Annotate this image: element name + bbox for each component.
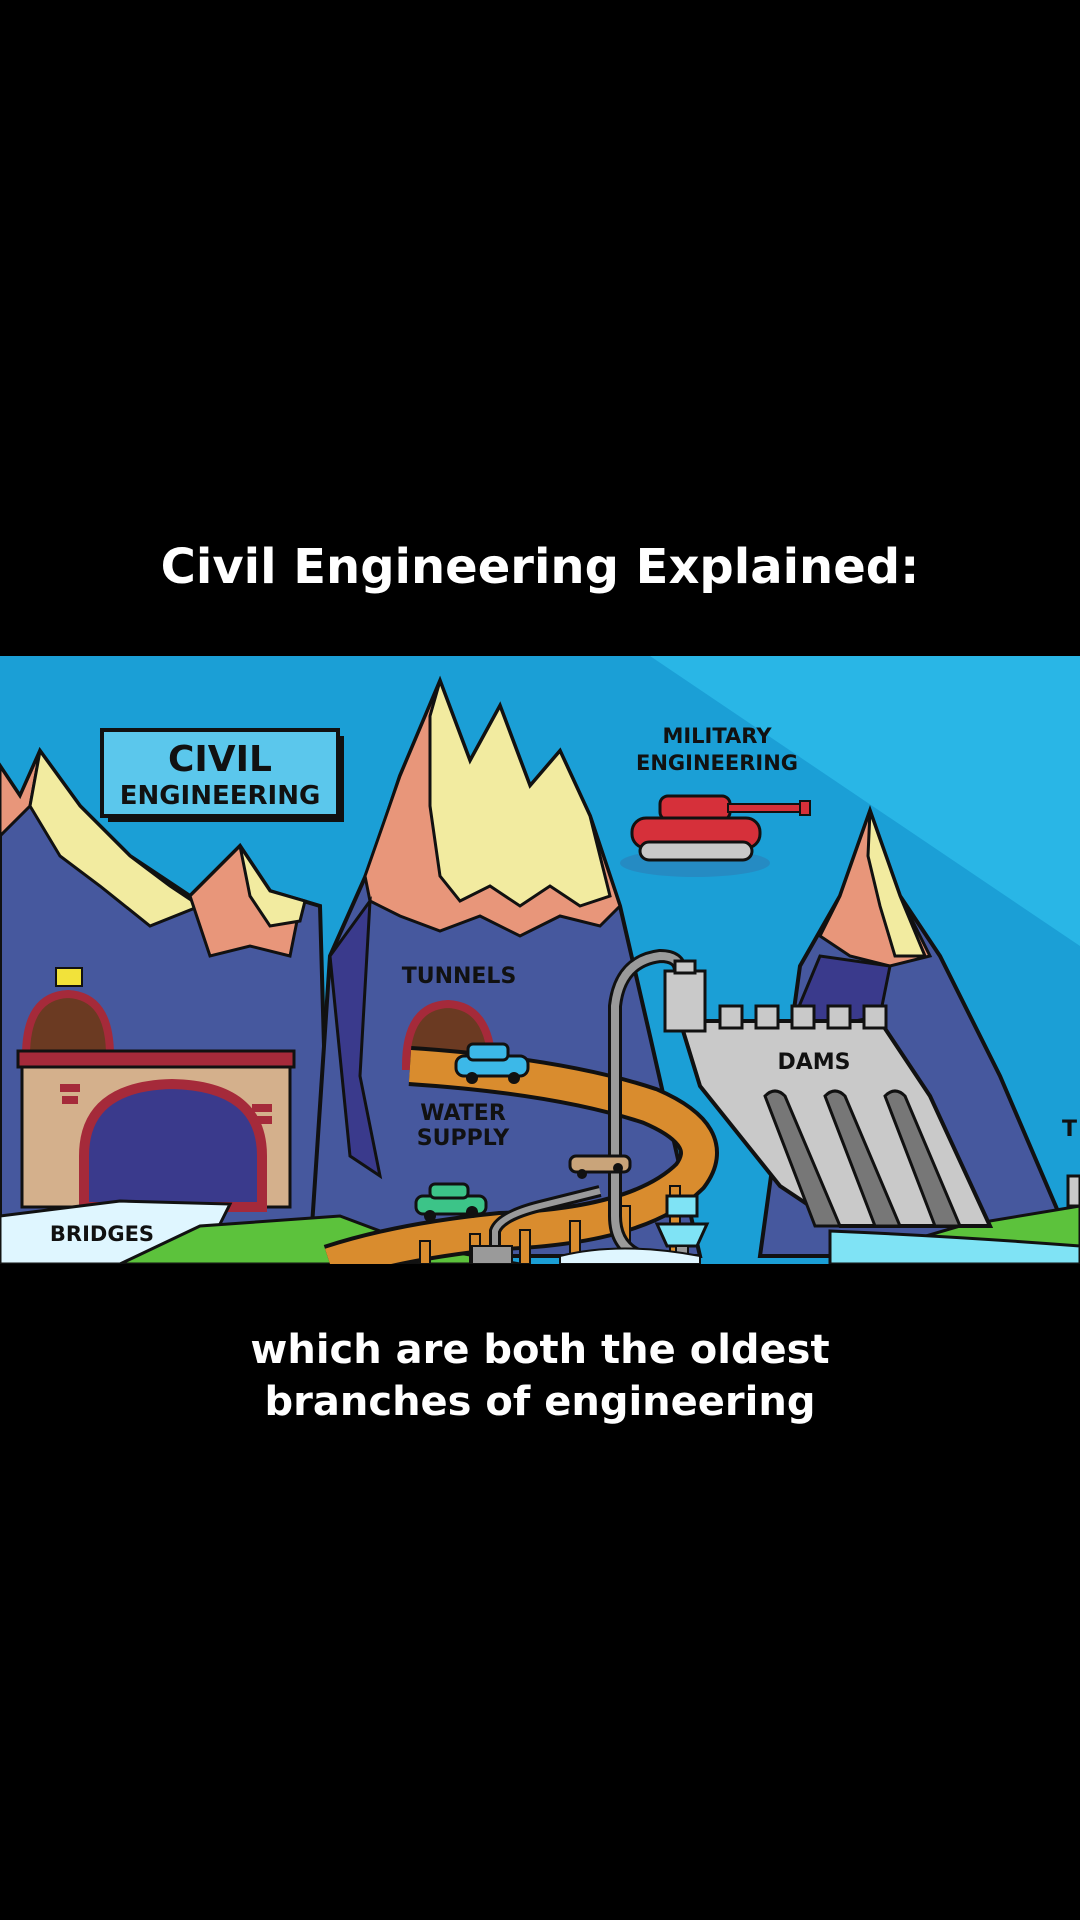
sky-light-band [650, 656, 1080, 946]
dam-crenels [718, 1004, 888, 1030]
military-label-line2: ENGINEERING [636, 751, 798, 775]
green-car-icon [414, 1182, 488, 1222]
civil-sign-line2: ENGINEERING [120, 781, 321, 811]
central-peak-yellow [428, 676, 612, 908]
edge-structure [1066, 1174, 1080, 1208]
caption-line-1: which are both the oldest [250, 1327, 830, 1373]
civil-sign [100, 728, 340, 818]
water-supply-line1: WATER [420, 1101, 506, 1126]
caption-line-2: branches of engineering [264, 1379, 816, 1425]
bridge-deck [16, 1049, 296, 1069]
middle-left-peak-yellow [238, 845, 307, 928]
water-supply-line2: SUPPLY [417, 1126, 511, 1151]
tank-icon [620, 794, 811, 877]
tunnels-label: TUNNELS [402, 964, 517, 989]
bridges-label: BRIDGES [50, 1222, 154, 1246]
central-shadow [328, 895, 383, 1180]
dam-tower [663, 969, 707, 1033]
left-peak-yellow [28, 747, 204, 928]
left-tunnel [21, 989, 115, 1060]
bridge-arch [79, 1078, 267, 1212]
video-title: Civil Engineering Explained: [160, 539, 920, 595]
blue-car-icon [454, 1042, 530, 1084]
canal [559, 1247, 701, 1264]
dams-label: DAMS [777, 1050, 850, 1075]
civil-engineering-illustration: CIVIL ENGINEERING MILITARY ENGINEERING [0, 656, 1080, 1264]
subtitle-caption: which are both the oldest branches of en… [0, 1324, 1080, 1428]
civil-sign-line1: CIVIL [168, 739, 272, 780]
military-label-line1: MILITARY [662, 724, 772, 748]
tan-car-icon [568, 1154, 632, 1179]
right-peak-yellow [866, 810, 928, 958]
edge-cut-label: T [1062, 1117, 1077, 1142]
dam-spillways [763, 1089, 963, 1228]
pump-house [471, 1245, 513, 1264]
exit-sign-icon [55, 967, 83, 987]
